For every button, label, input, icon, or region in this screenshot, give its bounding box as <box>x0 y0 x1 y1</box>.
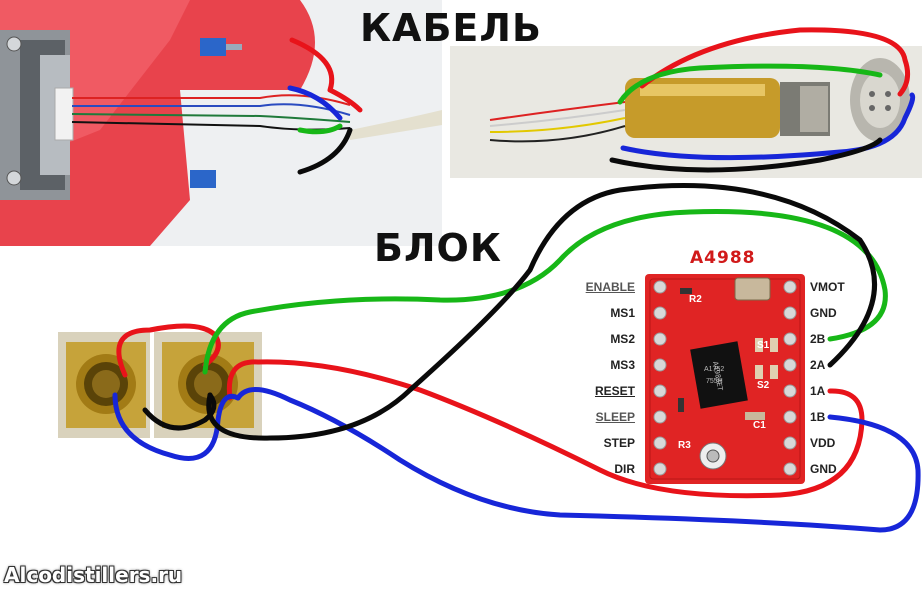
pin-label-enable: ENABLE <box>585 280 635 294</box>
silk-r3: R3 <box>678 440 691 451</box>
wire-green <box>202 63 888 375</box>
stepper-motor-photo <box>0 0 442 246</box>
pin-label-dir: DIR <box>614 462 635 476</box>
watermark: Alcodistillers.ru <box>4 563 183 587</box>
left-pin-holes <box>653 280 667 476</box>
pin-label-1a: 1A <box>810 384 826 398</box>
panel-connector-left <box>58 332 150 438</box>
pin-label-gnd-bottom: GND <box>810 462 837 476</box>
block-title: БЛОК <box>374 226 502 270</box>
wire-black <box>142 127 883 441</box>
pin-label-gnd-top: GND <box>810 306 837 320</box>
pin-label-step: STEP <box>603 436 635 450</box>
a4988-board: A4988ET <box>645 274 805 484</box>
pin-label-ms3: MS3 <box>610 358 635 372</box>
wire-red <box>116 27 911 499</box>
silk-s2: S2 <box>757 380 770 391</box>
pin-label-2a: 2A <box>810 358 826 372</box>
chip-marking-line2: A1752 <box>704 366 725 373</box>
pin-label-1b: 1B <box>810 410 826 424</box>
chip-marking-line3: 755H <box>706 378 723 385</box>
pin-label-sleep: SLEEP <box>595 410 635 424</box>
silk-c1: C1 <box>753 420 766 431</box>
silk-r2: R2 <box>689 294 702 305</box>
chip-title: A4988 <box>690 248 756 268</box>
pin-label-vdd: VDD <box>810 436 836 450</box>
right-pin-holes <box>783 280 797 476</box>
pin-label-ms1: MS1 <box>610 306 635 320</box>
pin-label-reset: RESET <box>594 384 635 398</box>
pin-label-ms2: MS2 <box>610 332 635 346</box>
cable-title: КАБЕЛЬ <box>360 6 542 50</box>
pin-label-2b: 2B <box>810 332 826 346</box>
pin-label-vmot: VMOT <box>810 280 845 294</box>
silk-s1: S1 <box>757 340 770 351</box>
